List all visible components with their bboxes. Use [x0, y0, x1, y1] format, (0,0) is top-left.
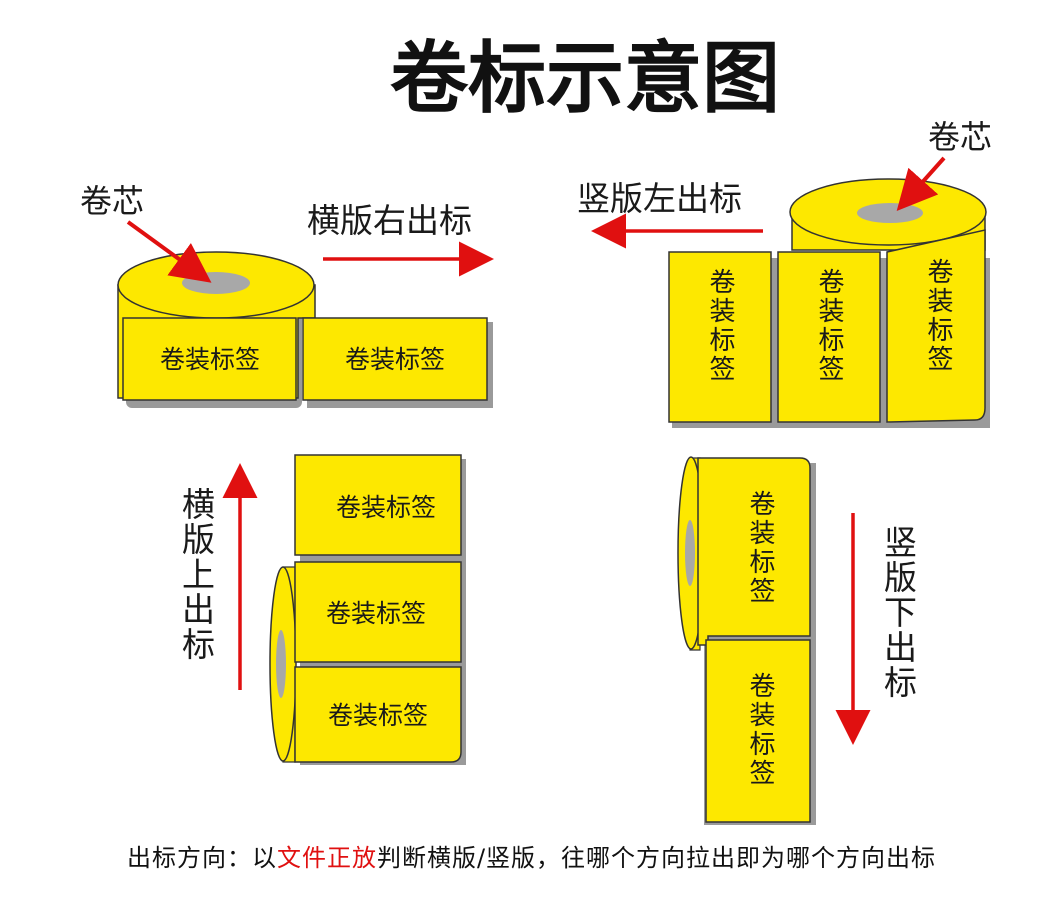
roll-horizontal-up: 卷装标签 卷装标签 卷装标签 横版上出标 — [177, 454, 466, 765]
roll-vertical-down: 卷装标签 卷装标签 竖版下出标 — [677, 456, 918, 825]
label-block — [886, 229, 986, 423]
label-text: 卷装标签 — [745, 490, 775, 606]
label-text: 卷装标签 — [345, 345, 445, 374]
core-icon — [182, 272, 250, 294]
label-block — [302, 317, 488, 401]
core-label: 卷芯 — [928, 118, 992, 156]
label-text: 卷装标签 — [745, 672, 775, 788]
label-text: 卷装标签 — [160, 345, 260, 374]
footer-text-part1: 出标方向：以 — [126, 844, 277, 872]
core-icon — [685, 520, 695, 586]
label-block — [668, 251, 772, 423]
footer-text-part2: 判断横版/竖版，往哪个方向拉出即为哪个方向出标 — [376, 844, 937, 872]
footer-highlight: 文件正放 — [276, 844, 377, 872]
label-text: 卷装标签 — [923, 258, 953, 374]
label-block — [697, 457, 811, 646]
label-text: 卷装标签 — [814, 268, 844, 384]
label-block — [777, 251, 881, 423]
label-block — [705, 639, 811, 823]
core-label: 卷芯 — [80, 182, 144, 220]
label-text: 卷装标签 — [336, 493, 436, 522]
direction-label-down: 竖版下出标 — [879, 525, 918, 700]
core-pointer-arrow — [896, 156, 946, 211]
roll-horizontal-right: 卷装标签 卷装标签 卷芯 横版右出标 — [80, 182, 494, 408]
label-block — [122, 317, 297, 401]
direction-label-up: 横版上出标 — [177, 487, 216, 662]
core-icon — [276, 630, 286, 698]
label-text: 卷装标签 — [326, 599, 426, 628]
label-block — [294, 666, 462, 763]
label-text: 卷装标签 — [328, 701, 428, 730]
page-title: 卷标示意图 — [390, 34, 780, 124]
footer-note: 出标方向：以文件正放判断横版/竖版，往哪个方向拉出即为哪个方向出标 — [0, 838, 1063, 873]
core-icon — [857, 203, 923, 223]
label-block — [294, 561, 462, 663]
label-block — [294, 454, 462, 556]
core-pointer-arrow — [126, 220, 212, 283]
roll-vertical-left: 卷装标签 卷装标签 卷装标签 卷芯 竖版左出标 — [577, 118, 992, 428]
direction-label-right: 横版右出标 — [307, 201, 472, 240]
direction-label-left: 竖版左出标 — [577, 179, 742, 218]
label-text: 卷装标签 — [705, 268, 735, 384]
